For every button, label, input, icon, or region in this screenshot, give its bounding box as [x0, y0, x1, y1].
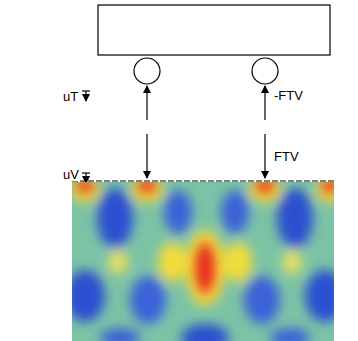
force-label: FTV [273, 150, 300, 163]
force-arrow [146, 86, 147, 120]
displacement-label: uV [62, 168, 80, 181]
force-arrow [264, 86, 265, 120]
force-label: -FTV [273, 89, 304, 102]
surface-line [72, 181, 334, 182]
field-plot [72, 182, 334, 341]
wheel [252, 58, 278, 84]
force-arrow [146, 134, 147, 178]
force-arrow [264, 134, 265, 178]
displacement-label: uT [62, 90, 79, 103]
wheel [134, 58, 160, 84]
body-block [98, 5, 330, 55]
displacement-symbol [82, 91, 90, 183]
